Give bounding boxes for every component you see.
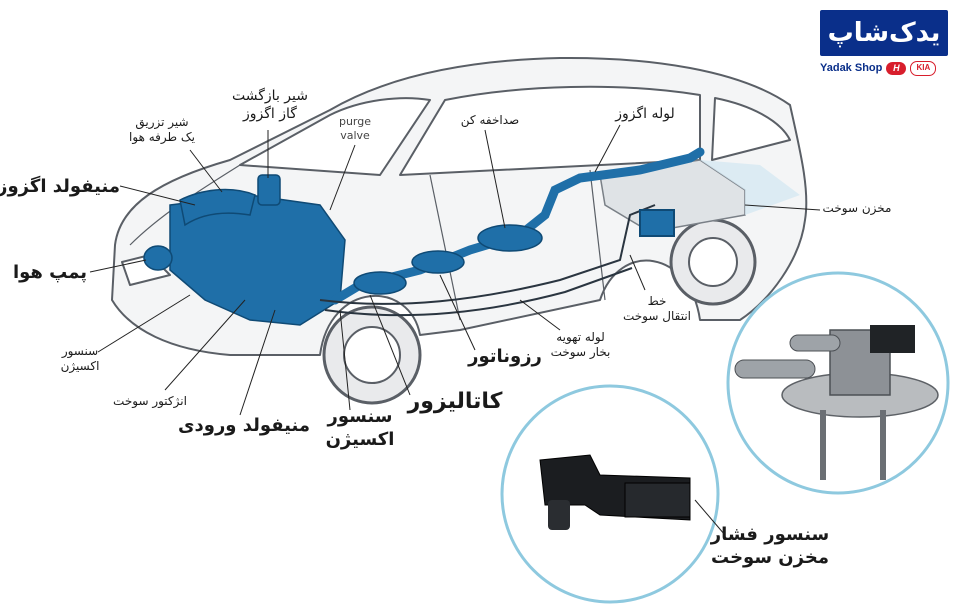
label-egr-valve-line2: گاز اگزوز — [243, 105, 297, 122]
label-purge-valve-line2: valve — [340, 128, 370, 142]
leader-resonator — [439, 274, 476, 351]
label-oxygen-sensor-front-line2: اکسیژن — [60, 359, 100, 373]
fuel-tank-shadow — [700, 160, 800, 215]
fuel-tank — [599, 159, 800, 233]
leader-exhaust-pipe — [594, 124, 621, 173]
windshield — [239, 97, 431, 176]
pump-connector — [870, 325, 915, 353]
front-wheel-hub — [343, 326, 401, 384]
pump-port-1 — [734, 359, 816, 379]
label-resonator: رزوناتور — [468, 346, 542, 367]
label-muffler: صداخفه کن — [460, 113, 520, 127]
label-exhaust-manifold: منیفولد اگزوز — [0, 176, 120, 197]
label-fuel-line-line1: خط — [647, 294, 667, 308]
leader-vapor — [519, 299, 561, 331]
side-window — [399, 85, 701, 176]
resonator-part — [411, 250, 465, 274]
label-fuel-line-line2: انتقال سوخت — [622, 309, 691, 323]
logo-persian-text: یدک‌شاپ — [820, 10, 948, 56]
leader-o2-front — [97, 294, 191, 353]
label-fuel-tank-pressure-sensor-line1: سنسور فشار — [710, 524, 830, 545]
label-egr-valve-line1: شیر بازگشت — [232, 88, 308, 104]
label-oxygen-sensor-rear-line2: اکسیژن — [325, 428, 395, 450]
label-exhaust-pipe: لوله اگزوز — [615, 106, 675, 122]
label-fuel-line: خط انتقال سوخت — [612, 294, 702, 324]
leader-catalytic — [369, 294, 411, 396]
exhaust-system — [143, 147, 705, 326]
fuel-line-path — [319, 204, 656, 305]
label-oxygen-sensor-front-line1: سنسور — [61, 344, 99, 358]
callout-pressure-sensor — [500, 384, 720, 604]
vapor-line-path — [324, 267, 633, 317]
leader-lines — [89, 124, 821, 416]
catalytic-converter-part — [353, 271, 407, 295]
pump-rod-2 — [880, 410, 886, 480]
leader-exhaust-manifold — [119, 185, 196, 206]
leader-o2-rear — [339, 309, 351, 411]
pump-rod-1 — [820, 410, 826, 480]
label-oxygen-sensor-rear: سنسور اکسیژن — [320, 406, 400, 451]
canister — [639, 209, 675, 237]
label-egr-valve: شیر بازگشت گاز اگزوز — [225, 88, 315, 123]
hyundai-logo-icon: H — [886, 61, 907, 75]
fuel-lines — [319, 204, 675, 317]
callout-fuel-pump-module — [726, 271, 950, 495]
label-purge-valve: purge valve — [330, 115, 380, 143]
muffler-part — [477, 224, 543, 252]
label-fuel-tank-pressure-sensor: سنسور فشار مخزن سوخت — [700, 524, 840, 569]
engine-block — [169, 194, 346, 326]
label-oxygen-sensor-front: سنسور اکسیژن — [45, 344, 115, 374]
pump-port-2 — [789, 334, 841, 352]
label-one-way-air-valve: شیر تزریق یک طرفه هوا — [112, 115, 212, 145]
leader-air-valve — [189, 149, 223, 193]
logo-bottom-row: Yadak Shop H KIA — [820, 58, 948, 78]
label-catalytic-converter: کاتالیزور — [407, 389, 503, 414]
label-one-way-air-valve-line1: شیر تزریق — [135, 115, 189, 129]
leader-muffler — [484, 129, 506, 229]
sensor-port — [548, 500, 570, 530]
label-oxygen-sensor-rear-line1: سنسور — [327, 406, 393, 427]
rear-wheel-hub — [688, 237, 738, 287]
label-fuel-vapor-vent-pipe: لوله تهویه بخار سوخت — [538, 330, 623, 360]
exhaust-manifold-part — [179, 188, 256, 227]
logo-latin-text: Yadak Shop — [820, 62, 883, 74]
leader-fuel-line — [629, 254, 646, 291]
leader-purge — [329, 144, 356, 211]
label-fuel-vapor-vent-pipe-line2: بخار سوخت — [550, 345, 611, 359]
label-air-pump: پمپ هوا — [12, 262, 88, 283]
leader-fuel-tank — [744, 204, 821, 211]
egr-valve-part — [257, 174, 281, 206]
leader-pressure-sensor — [694, 499, 726, 536]
sensor-plug — [624, 482, 691, 518]
leader-injector — [164, 299, 246, 391]
label-intake-manifold: منیفولد ورودی — [178, 415, 310, 436]
label-fuel-injector: انژکتور سوخت — [113, 394, 187, 408]
label-fuel-vapor-vent-pipe-line1: لوله تهویه — [556, 330, 605, 344]
label-fuel-tank-pressure-sensor-line2: مخزن سوخت — [711, 546, 829, 568]
leader-air-pump — [89, 259, 147, 273]
yadak-shop-logo: یدک‌شاپ Yadak Shop H KIA — [820, 10, 948, 80]
rear-window — [711, 97, 791, 161]
leader-intake — [239, 309, 276, 416]
wheels — [322, 218, 757, 405]
kia-logo-icon: KIA — [910, 60, 937, 76]
label-purge-valve-line1: purge — [338, 115, 372, 128]
label-fuel-tank: مخزن سوخت — [822, 201, 892, 215]
air-pump-part — [143, 245, 173, 271]
exhaust-pipe-main — [330, 147, 705, 305]
label-one-way-air-valve-line2: یک طرفه هوا — [129, 130, 195, 144]
